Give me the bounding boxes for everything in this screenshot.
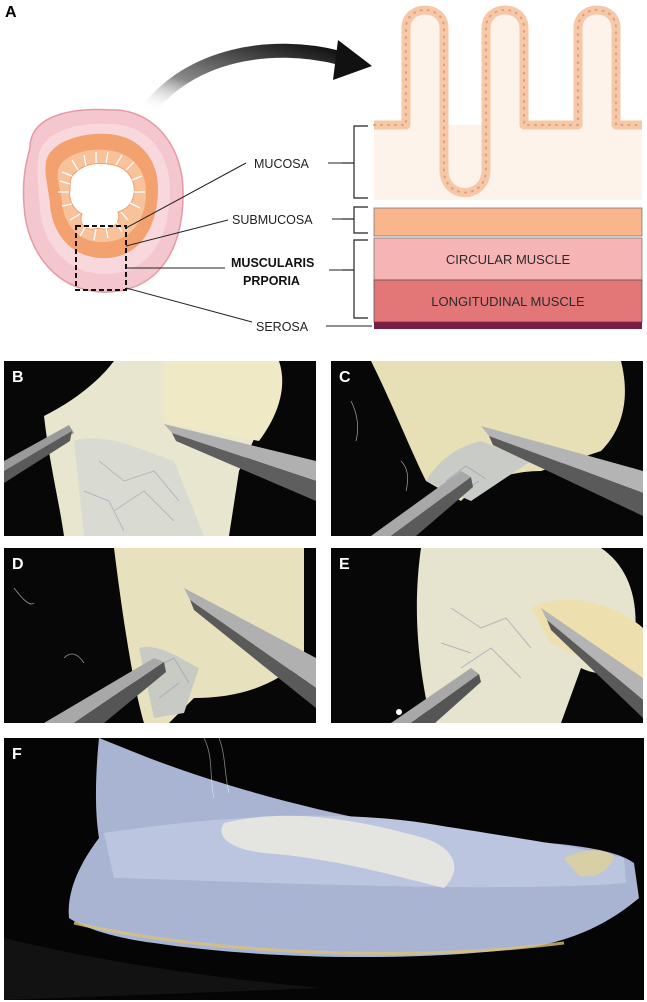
panel-e-label: E — [339, 556, 350, 573]
longitudinal-muscle-label: LONGITUDINAL MUSCLE — [431, 294, 585, 309]
tissue-photo-b — [4, 361, 316, 536]
label-mucosa: MUCOSA — [254, 157, 310, 171]
tissue-photo-e — [331, 548, 643, 723]
submucosa-layer — [373, 207, 643, 237]
label-submucosa: SUBMUCOSA — [232, 213, 313, 227]
photo-panel-b: B — [4, 361, 316, 536]
panel-a-label: A — [5, 4, 17, 21]
curved-arrow — [142, 40, 372, 115]
panel-b-label: B — [12, 369, 24, 386]
tissue-photo-c — [331, 361, 643, 536]
panel-d-label: D — [12, 556, 24, 573]
panel-c-label: C — [339, 369, 351, 386]
panel-f-label: F — [12, 746, 22, 763]
tissue-photo-f — [4, 738, 644, 1000]
photo-panel-f: F — [4, 738, 644, 1000]
selection-box — [75, 225, 127, 291]
intestine-cross-section — [22, 108, 184, 293]
brackets — [342, 125, 368, 319]
label-serosa: SEROSA — [256, 320, 309, 334]
circular-muscle-layer — [373, 237, 643, 281]
circular-muscle-label: CIRCULAR MUSCLE — [446, 252, 571, 267]
serosa-layer — [374, 322, 642, 329]
leader-lines — [125, 162, 372, 327]
longitudinal-muscle-layer — [373, 279, 643, 323]
label-muscularis-line1: MUSCULARIS — [231, 256, 314, 270]
tissue-photo-d — [4, 548, 316, 723]
photo-panel-e: E — [331, 548, 643, 723]
photo-panel-c: C — [331, 361, 643, 536]
mucosa-villi — [373, 5, 643, 200]
photo-panel-d: D — [4, 548, 316, 723]
label-muscularis-line2: PRPORIA — [243, 274, 300, 288]
intestine-layers-schematic: MUCOSA SUBMUCOSA MUSCULARIS PRPORIA SERO… — [22, 5, 643, 334]
